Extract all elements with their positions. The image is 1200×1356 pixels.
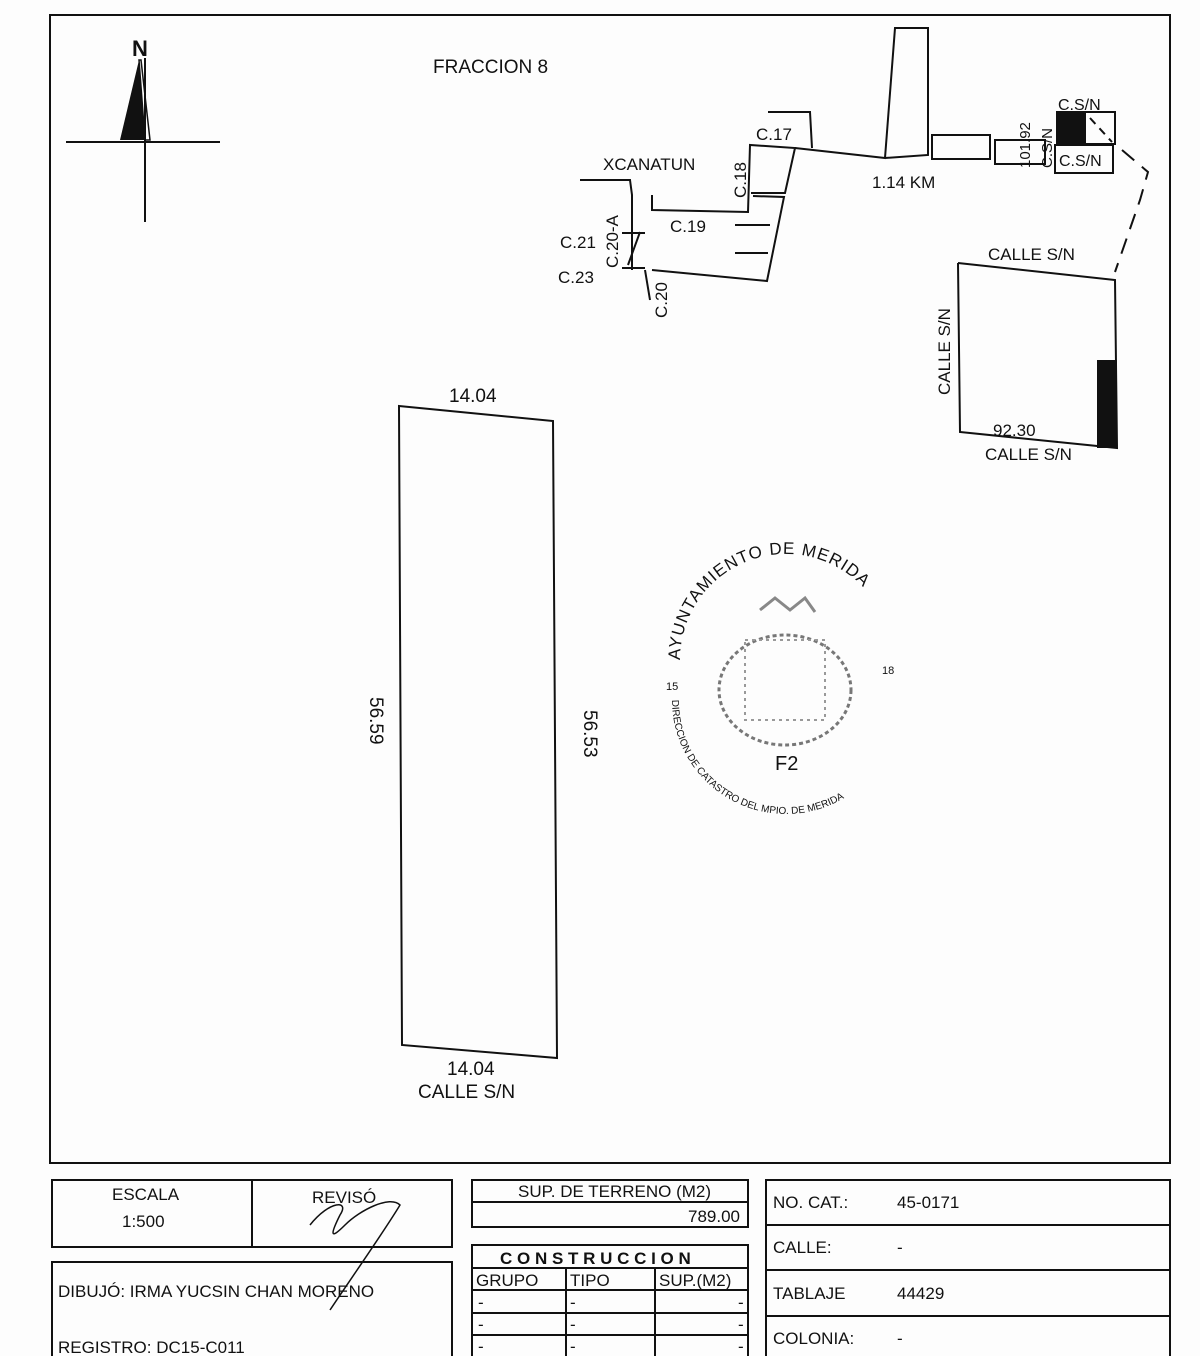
svg-text:-: - (738, 1337, 744, 1356)
no-cat-label: NO. CAT.: (773, 1193, 848, 1212)
colonia-label: COLONIA: (773, 1329, 854, 1348)
col-grupo: GRUPO (476, 1271, 538, 1290)
construccion-label: C O N S T R U C C I O N (500, 1249, 691, 1268)
drawing-frame (49, 14, 1171, 1164)
colonia-value: - (897, 1329, 903, 1348)
svg-text:-: - (570, 1337, 576, 1356)
col-sup: SUP.(M2) (659, 1271, 731, 1290)
signature (309, 1201, 401, 1311)
street-label: C.19 (670, 217, 706, 236)
measure-label: 92.30 (993, 421, 1036, 440)
parcel-bottom-measure: 14.04 (447, 1059, 495, 1080)
sup-terreno-value: 789.00 (688, 1207, 740, 1226)
street-label: CALLE S/N (988, 245, 1075, 264)
dibujo-text: DIBUJÓ: IRMA YUCSIN CHAN MORENO (58, 1282, 374, 1301)
calle-value: - (897, 1238, 903, 1257)
svg-text:-: - (738, 1315, 744, 1334)
registro-text: REGISTRO: DC15-C011 (58, 1338, 245, 1356)
street-label: CALLE S/N (935, 308, 954, 395)
municipal-seal-stamp: AYUNTAMIENTO DE MERIDA DIRECCION DE CATA… (665, 539, 894, 817)
north-label: N (132, 36, 148, 61)
location-map (580, 27, 1150, 450)
street-label: CALLE S/N (985, 445, 1072, 464)
svg-text:AYUNTAMIENTO DE MERIDA: AYUNTAMIENTO DE MERIDA (665, 539, 874, 660)
parcel-top-measure: 14.04 (449, 386, 497, 407)
street-label: C.17 (756, 125, 792, 144)
plan-title: FRACCION 8 (433, 57, 548, 78)
parcel-right-measure: 56.53 (579, 710, 600, 758)
town-label: XCANATUN (603, 155, 695, 174)
sup-terreno-label: SUP. DE TERRENO (M2) (518, 1182, 711, 1201)
reviso-label: REVISÓ (312, 1188, 376, 1207)
parcel-street-label: CALLE S/N (418, 1082, 515, 1103)
stamp-code: F2 (775, 753, 798, 775)
construccion-rows: - - - - - - - - - (478, 1293, 744, 1356)
parcel-left-measure: 56.59 (365, 697, 386, 745)
stamp-right-number: 18 (882, 665, 894, 677)
street-label: C.20-A (603, 214, 622, 268)
col-tipo: TIPO (570, 1271, 610, 1290)
svg-text:-: - (570, 1315, 576, 1334)
stamp-bottom-text: DIRECCION DE CATASTRO DEL MPIO. DE MERID… (669, 700, 846, 817)
parcel-outline (397, 404, 559, 1060)
calle-label: CALLE: (773, 1238, 832, 1257)
title-block (51, 1179, 1171, 1356)
svg-text:DIRECCION DE CATASTRO DEL MPIO: DIRECCION DE CATASTRO DEL MPIO. DE MERID… (669, 700, 846, 817)
svg-text:-: - (570, 1293, 576, 1312)
street-label: C.20 (652, 282, 671, 318)
escala-label: ESCALA (112, 1185, 180, 1204)
svg-text:-: - (478, 1315, 484, 1334)
north-arrow-icon: N (66, 36, 220, 222)
tablaje-label: TABLAJE (773, 1284, 845, 1303)
stamp-top-text: AYUNTAMIENTO DE MERIDA (665, 539, 873, 660)
street-label: C.21 (560, 233, 596, 252)
measure-label: 101.92 (1017, 122, 1034, 168)
tablaje-value: 44429 (897, 1284, 944, 1303)
stamp-left-number: 15 (666, 681, 678, 693)
svg-text:-: - (478, 1337, 484, 1356)
street-label: C.S/N (1059, 153, 1102, 170)
street-label: C.S/N (1039, 128, 1056, 168)
distance-label: 1.14 KM (872, 173, 935, 192)
svg-text:-: - (478, 1293, 484, 1312)
escala-value: 1:500 (122, 1212, 165, 1231)
svg-text:-: - (738, 1293, 744, 1312)
street-label: C.18 (731, 162, 750, 198)
no-cat-value: 45-0171 (897, 1193, 959, 1212)
street-label: C.23 (558, 268, 594, 287)
street-label: C.S/N (1058, 97, 1101, 114)
